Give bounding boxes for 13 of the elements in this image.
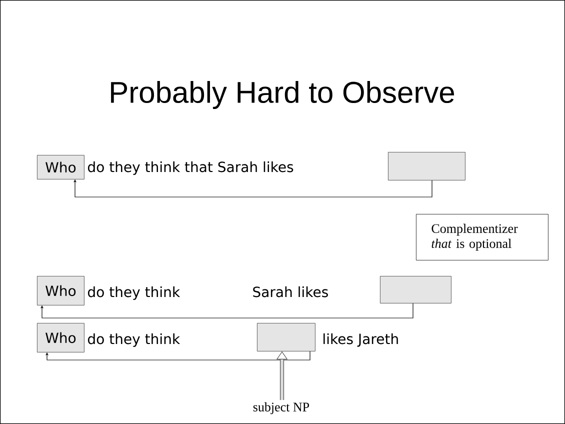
movement-arrow (45, 351, 310, 360)
word-box: Who (37, 276, 84, 306)
movement-arrow (40, 303, 414, 318)
gap-box (388, 152, 466, 180)
note-box: Complementizer that is optional (416, 214, 548, 260)
word-box: Who (37, 155, 84, 180)
gap-box (380, 276, 452, 304)
word-box: Who (37, 323, 84, 352)
gap-box (257, 323, 316, 352)
caption-text: subject NP (253, 402, 310, 414)
block-arrow (276, 352, 288, 400)
sentence-text: Sarah likes (253, 286, 328, 298)
slide-title: Probably Hard to Observe (111, 81, 454, 109)
